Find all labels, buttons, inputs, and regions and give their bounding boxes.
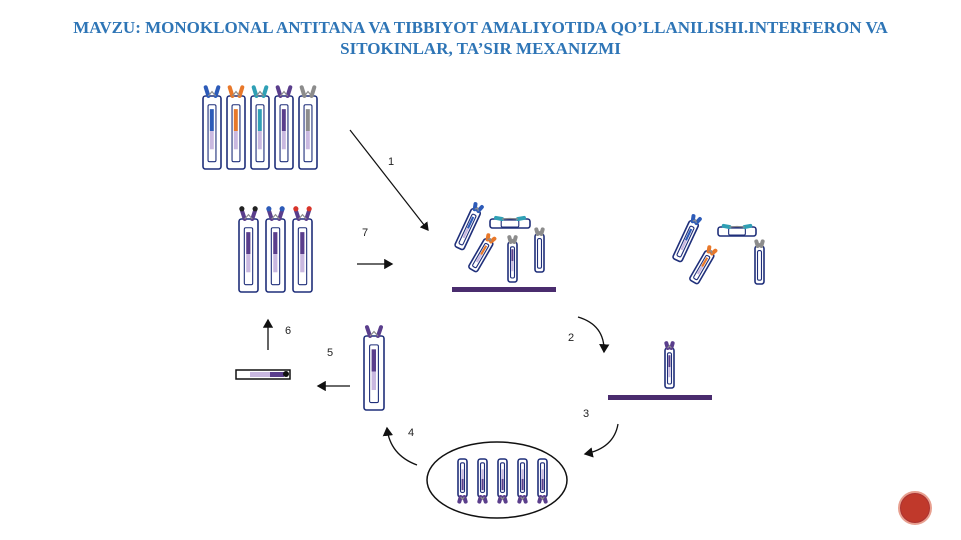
binding-surface <box>452 287 556 292</box>
step-label-3: 3 <box>583 408 589 420</box>
arrow-4 <box>382 426 418 466</box>
phage <box>672 214 702 263</box>
phage <box>689 245 718 285</box>
phage <box>754 239 765 285</box>
step-label-6: 6 <box>285 325 291 337</box>
step-label-2: 2 <box>568 332 574 344</box>
phage <box>517 458 528 504</box>
step-label-4: 4 <box>408 427 414 439</box>
arrow-2 <box>577 316 610 354</box>
phage <box>717 223 757 237</box>
phage <box>457 458 468 504</box>
phage <box>507 235 518 283</box>
phage <box>298 85 318 170</box>
phage <box>202 85 222 170</box>
phage <box>274 85 294 170</box>
amplification-ellipse <box>426 441 568 519</box>
phage <box>363 325 385 411</box>
slide-number-badge <box>898 491 932 525</box>
arrow-1 <box>349 129 429 231</box>
phage <box>454 202 484 251</box>
step-label-5: 5 <box>327 347 333 359</box>
step-label-1: 1 <box>388 156 394 168</box>
phage <box>292 206 313 293</box>
arrow-3 <box>583 423 619 458</box>
phage <box>477 458 488 504</box>
slide-title-line-2: SITOKINLAR, TA’SIR MEXANIZMI <box>340 39 621 58</box>
phage <box>664 341 675 389</box>
phage <box>537 458 548 504</box>
phage <box>534 227 545 273</box>
bound-phage-cluster <box>454 202 545 283</box>
washed-surface <box>608 395 712 400</box>
bound-phage-after-wash <box>664 341 675 389</box>
selected-phage <box>363 325 385 411</box>
sequence-bar <box>235 369 291 380</box>
arrows <box>262 129 619 466</box>
step-label-7: 7 <box>362 227 368 239</box>
slide-title: MAVZU: MONOKLONAL ANTITANA VA TIBBIYOT A… <box>30 17 931 59</box>
phage <box>497 458 508 504</box>
phage <box>265 206 286 293</box>
amplified-phages <box>238 206 313 293</box>
phage <box>226 85 246 170</box>
slide-title-line-1: MAVZU: MONOKLONAL ANTITANA VA TIBBIYOT A… <box>73 18 888 37</box>
unbound-phage-cluster <box>672 214 765 285</box>
phage <box>238 206 259 293</box>
amplified-phages-in-host <box>457 458 548 504</box>
phage <box>489 215 531 229</box>
phage <box>250 85 270 170</box>
phage-library <box>202 85 318 170</box>
phage <box>468 233 497 273</box>
